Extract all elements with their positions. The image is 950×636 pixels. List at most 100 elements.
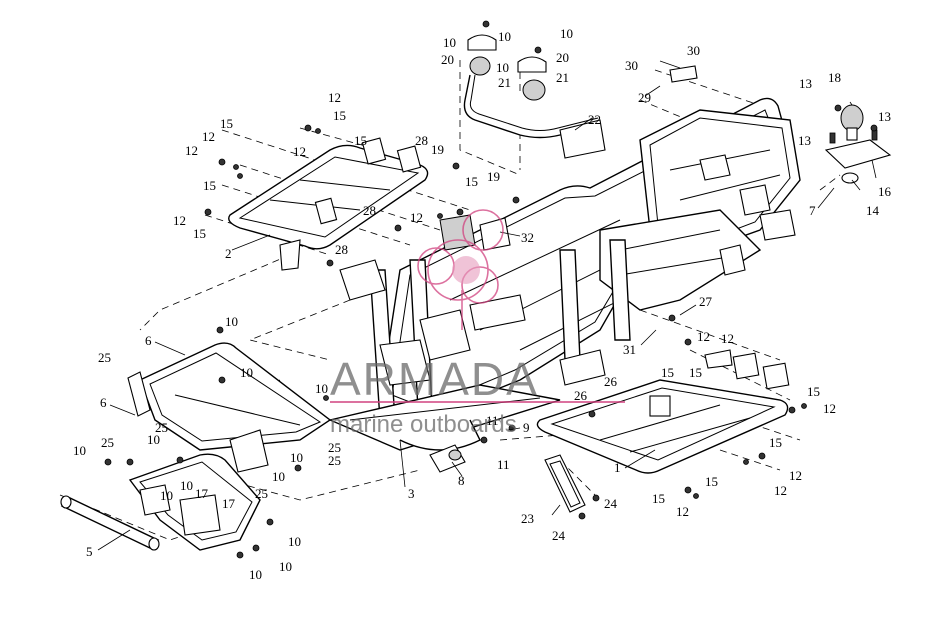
callout-12: 12 bbox=[293, 144, 306, 159]
callout-28: 28 bbox=[335, 242, 348, 257]
callout-15: 15 bbox=[465, 174, 478, 189]
callout-12: 12 bbox=[789, 468, 802, 483]
rear-rack-frame bbox=[228, 137, 429, 271]
callout-14: 14 bbox=[866, 203, 880, 218]
front-bumper bbox=[60, 453, 261, 551]
callout-13: 13 bbox=[798, 133, 811, 148]
callout-22: 22 bbox=[588, 112, 601, 127]
callout-26: 26 bbox=[604, 374, 618, 389]
callout-15: 15 bbox=[769, 435, 782, 450]
callout-12: 12 bbox=[774, 483, 787, 498]
callout-10: 10 bbox=[160, 488, 173, 503]
callout-26: 26 bbox=[574, 388, 588, 403]
callout-30: 30 bbox=[687, 43, 700, 58]
callout-25: 25 bbox=[328, 440, 341, 455]
callout-24: 24 bbox=[604, 496, 618, 511]
watermark-logo-icon bbox=[417, 209, 504, 330]
callout-12: 12 bbox=[721, 331, 734, 346]
callout-10: 10 bbox=[249, 567, 262, 582]
callout-17: 17 bbox=[222, 496, 236, 511]
callout-30: 30 bbox=[625, 58, 638, 73]
callout-15: 15 bbox=[193, 226, 206, 241]
callout-10: 10 bbox=[496, 60, 509, 75]
callout-10: 10 bbox=[225, 314, 238, 329]
callout-20: 20 bbox=[441, 52, 454, 67]
callout-23: 23 bbox=[521, 511, 534, 526]
callout-5: 5 bbox=[86, 544, 93, 559]
callout-7: 7 bbox=[809, 203, 816, 218]
callout-2: 2 bbox=[225, 246, 232, 261]
callout-1: 1 bbox=[614, 460, 621, 475]
callout-10: 10 bbox=[560, 26, 573, 41]
callout-27: 27 bbox=[699, 294, 713, 309]
callout-25: 25 bbox=[328, 453, 341, 468]
callout-12: 12 bbox=[823, 401, 836, 416]
callout-15: 15 bbox=[661, 365, 674, 380]
callout-10: 10 bbox=[180, 478, 193, 493]
callout-15: 15 bbox=[333, 108, 346, 123]
callout-10: 10 bbox=[443, 35, 456, 50]
callout-10: 10 bbox=[73, 443, 86, 458]
callout-21: 21 bbox=[556, 70, 569, 85]
callout-16: 16 bbox=[878, 184, 892, 199]
callout-10: 10 bbox=[315, 381, 328, 396]
callout-10: 10 bbox=[290, 450, 303, 465]
callout-31: 31 bbox=[623, 342, 636, 357]
callout-6: 6 bbox=[145, 333, 152, 348]
callout-28: 28 bbox=[363, 203, 376, 218]
stabilizer-bar bbox=[463, 74, 606, 159]
callout-12: 12 bbox=[697, 329, 710, 344]
callout-15: 15 bbox=[689, 365, 702, 380]
callout-19: 19 bbox=[431, 142, 444, 157]
fastener-bolts bbox=[104, 20, 878, 559]
callout-leaders bbox=[97, 60, 877, 551]
label-plate bbox=[669, 65, 698, 83]
callout-25: 25 bbox=[98, 350, 111, 365]
callout-10: 10 bbox=[288, 534, 301, 549]
callout-11: 11 bbox=[486, 413, 499, 428]
callout-10: 10 bbox=[498, 29, 511, 44]
callout-3: 3 bbox=[408, 486, 415, 501]
front-rack-frame bbox=[536, 349, 790, 474]
callout-6: 6 bbox=[100, 395, 107, 410]
callout-13: 13 bbox=[878, 109, 891, 124]
callout-25: 25 bbox=[155, 420, 168, 435]
watermark-brand: ARMADA bbox=[330, 353, 539, 405]
callout-9: 9 bbox=[523, 420, 530, 435]
callout-32: 32 bbox=[521, 230, 534, 245]
callout-15: 15 bbox=[807, 384, 820, 399]
watermark-tagline: marine outboards bbox=[330, 411, 517, 438]
callout-18: 18 bbox=[828, 70, 841, 85]
callout-28: 28 bbox=[415, 133, 428, 148]
callout-29: 29 bbox=[638, 90, 651, 105]
callout-15: 15 bbox=[203, 178, 216, 193]
callout-8: 8 bbox=[458, 473, 465, 488]
callout-20: 20 bbox=[556, 50, 569, 65]
callout-11: 11 bbox=[497, 457, 510, 472]
callout-21: 21 bbox=[498, 75, 511, 90]
callout-10: 10 bbox=[147, 432, 160, 447]
callout-10: 10 bbox=[240, 365, 253, 380]
callout-15: 15 bbox=[220, 116, 233, 131]
callout-19: 19 bbox=[487, 169, 500, 184]
callout-24: 24 bbox=[552, 528, 566, 543]
callout-10: 10 bbox=[279, 559, 292, 574]
callout-12: 12 bbox=[185, 143, 198, 158]
callout-10: 10 bbox=[272, 469, 285, 484]
callout-15: 15 bbox=[354, 133, 367, 148]
front-lower-frame bbox=[127, 342, 332, 473]
callout-12: 12 bbox=[173, 213, 186, 228]
armada-watermark: ARMADA marine outboards bbox=[330, 209, 625, 438]
callout-25: 25 bbox=[101, 435, 114, 450]
callout-labels: 10 10 20 21 10 10 20 21 22 30 30 29 13 1… bbox=[73, 26, 892, 582]
callout-12: 12 bbox=[202, 129, 215, 144]
callout-25: 25 bbox=[255, 486, 268, 501]
callout-15: 15 bbox=[652, 491, 665, 506]
callout-12: 12 bbox=[676, 504, 689, 519]
stabilizer-clamps bbox=[467, 34, 547, 101]
skid-plate bbox=[544, 454, 586, 513]
callout-15: 15 bbox=[705, 474, 718, 489]
callout-17: 17 bbox=[195, 486, 209, 501]
callout-13: 13 bbox=[799, 76, 812, 91]
